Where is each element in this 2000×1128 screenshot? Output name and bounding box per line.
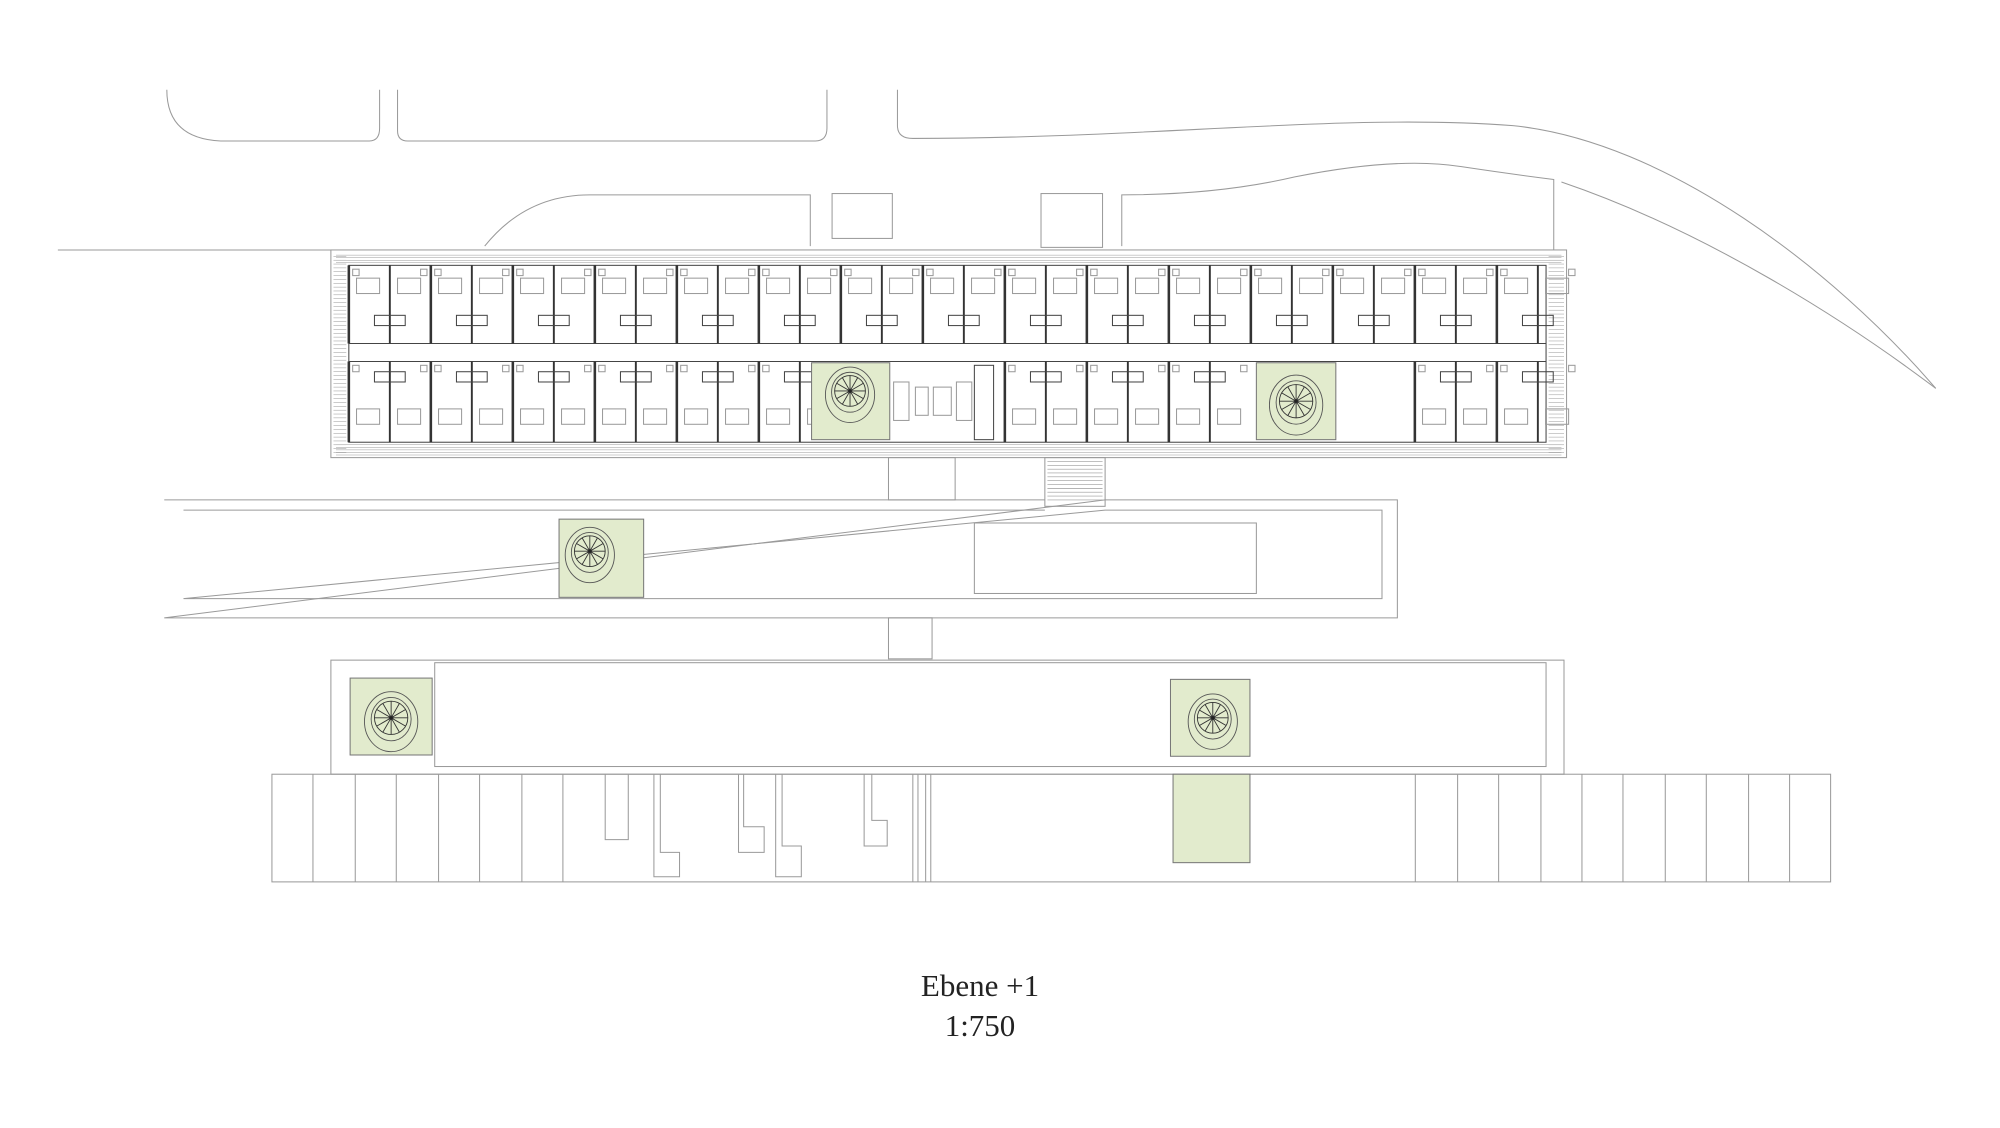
scale-label: 1:750	[944, 1008, 1016, 1043]
connector	[887, 457, 1106, 660]
room	[347, 361, 428, 443]
bottom-strip	[271, 773, 1832, 883]
streets	[57, 89, 1937, 389]
room	[1413, 265, 1494, 344]
green-strip	[1172, 773, 1251, 864]
room	[1085, 265, 1166, 344]
room	[1249, 265, 1330, 344]
middle-block	[164, 499, 1398, 619]
stairs-core	[893, 364, 995, 441]
room	[1085, 361, 1166, 443]
tree-icon	[1187, 693, 1238, 750]
room	[675, 265, 756, 344]
room	[839, 265, 920, 344]
tree-icon	[1268, 374, 1324, 436]
tree-icon	[564, 526, 615, 584]
room	[511, 361, 592, 443]
room	[675, 361, 756, 443]
room	[1331, 265, 1412, 344]
room	[347, 265, 428, 344]
lower-block	[330, 659, 1565, 775]
room	[593, 265, 674, 344]
room	[429, 361, 510, 443]
room	[757, 265, 838, 344]
room	[1495, 361, 1576, 443]
room	[511, 265, 592, 344]
room	[429, 265, 510, 344]
tree-icon	[824, 366, 876, 423]
level-title: Ebene +1	[920, 968, 1040, 1003]
courtyard-1	[811, 362, 891, 441]
room	[1167, 265, 1248, 344]
tree-icon	[364, 691, 419, 753]
room	[1003, 361, 1084, 443]
room	[1167, 361, 1248, 443]
room	[1413, 361, 1494, 443]
room	[921, 265, 1002, 344]
room	[1003, 265, 1084, 344]
room	[593, 361, 674, 443]
main-building	[330, 249, 1576, 459]
room	[1495, 265, 1576, 344]
